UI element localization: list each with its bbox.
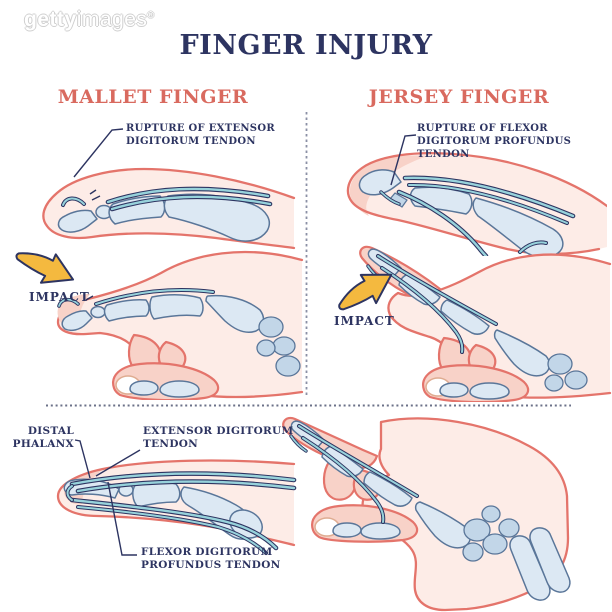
flexor-tendon-label: FLEXOR DIGITORUM PROFUNDUS TENDON [141, 546, 281, 573]
mallet-finger-bones [57, 193, 271, 242]
mallet-finger-illustration [42, 167, 296, 250]
jersey-finger-tendons [379, 175, 576, 256]
distal-phalanx-label-line1: DISTAL [27, 425, 74, 437]
jersey-rupture-label-line1: RUPTURE OF FLEXOR [417, 123, 548, 134]
extensor-tendon-label-line1: EXTENSOR DIGITORUM [143, 425, 294, 437]
mallet-rupture-label: RUPTURE OF EXTENSOR DIGITORUM TENDON [126, 122, 275, 148]
extensor-tendon-label-line2: TENDON [143, 438, 199, 451]
mallet-rupture-connector [73, 128, 124, 178]
extensor-tendon-connector [95, 449, 141, 477]
page-title: FINGER INJURY [179, 30, 433, 61]
extensor-tendon-label: EXTENSOR DIGITORUM TENDON [143, 425, 293, 452]
mallet-rupture-label-line2: DIGITORUM TENDON [126, 136, 256, 147]
distal-phalanx-label: DISTAL PHALANX [10, 425, 74, 452]
impact-label-right: IMPACT [334, 314, 395, 328]
watermark-getty: getty [24, 8, 77, 31]
mallet-hand-bones [61, 294, 301, 398]
flexor-tendon-connector [107, 481, 137, 556]
mallet-hand-tendons [57, 288, 215, 308]
distal-phalanx-label-line2: PHALANX [12, 438, 74, 451]
jersey-finger-illustration [346, 152, 607, 256]
impact-label-left: IMPACT [29, 290, 90, 304]
mallet-finger-heading: MALLET FINGER [57, 86, 249, 108]
watermark-images: images [76, 8, 148, 31]
mallet-finger-tendons [61, 186, 273, 212]
jersey-rupture-label: RUPTURE OF FLEXOR DIGITORUM PROFUNDUS TE… [417, 122, 612, 161]
bottom-hand-tendons [289, 424, 419, 524]
anatomy-finger-illustration [56, 459, 297, 555]
registered-mark: ® [147, 10, 155, 20]
jersey-rupture-label-line2: DIGITORUM PROFUNDUS TENDON [417, 136, 572, 160]
jersey-hand-tendons [366, 254, 498, 354]
flexor-tendon-label-line1: FLEXOR DIGITORUM [141, 546, 273, 558]
gettyimages-watermark: gettyimages® [24, 8, 155, 32]
mallet-rupture-label-line1: RUPTURE OF EXTENSOR [126, 123, 275, 134]
distal-phalanx-connector [74, 439, 91, 479]
jersey-hand-detached-tendon [518, 240, 548, 254]
bottom-hand-illustration [282, 416, 571, 612]
impact-arrow-right-icon [338, 273, 393, 311]
jersey-rupture-connector [390, 134, 417, 186]
jersey-hand-illustration [359, 240, 612, 402]
jersey-finger-heading: JERSEY FINGER [368, 86, 550, 108]
bottom-hand-bones [290, 420, 571, 601]
flexor-tendon-label-line2: PROFUNDUS TENDON [141, 559, 281, 572]
impact-arrow-left-icon [15, 252, 75, 284]
mallet-hand-illustration [56, 250, 304, 400]
